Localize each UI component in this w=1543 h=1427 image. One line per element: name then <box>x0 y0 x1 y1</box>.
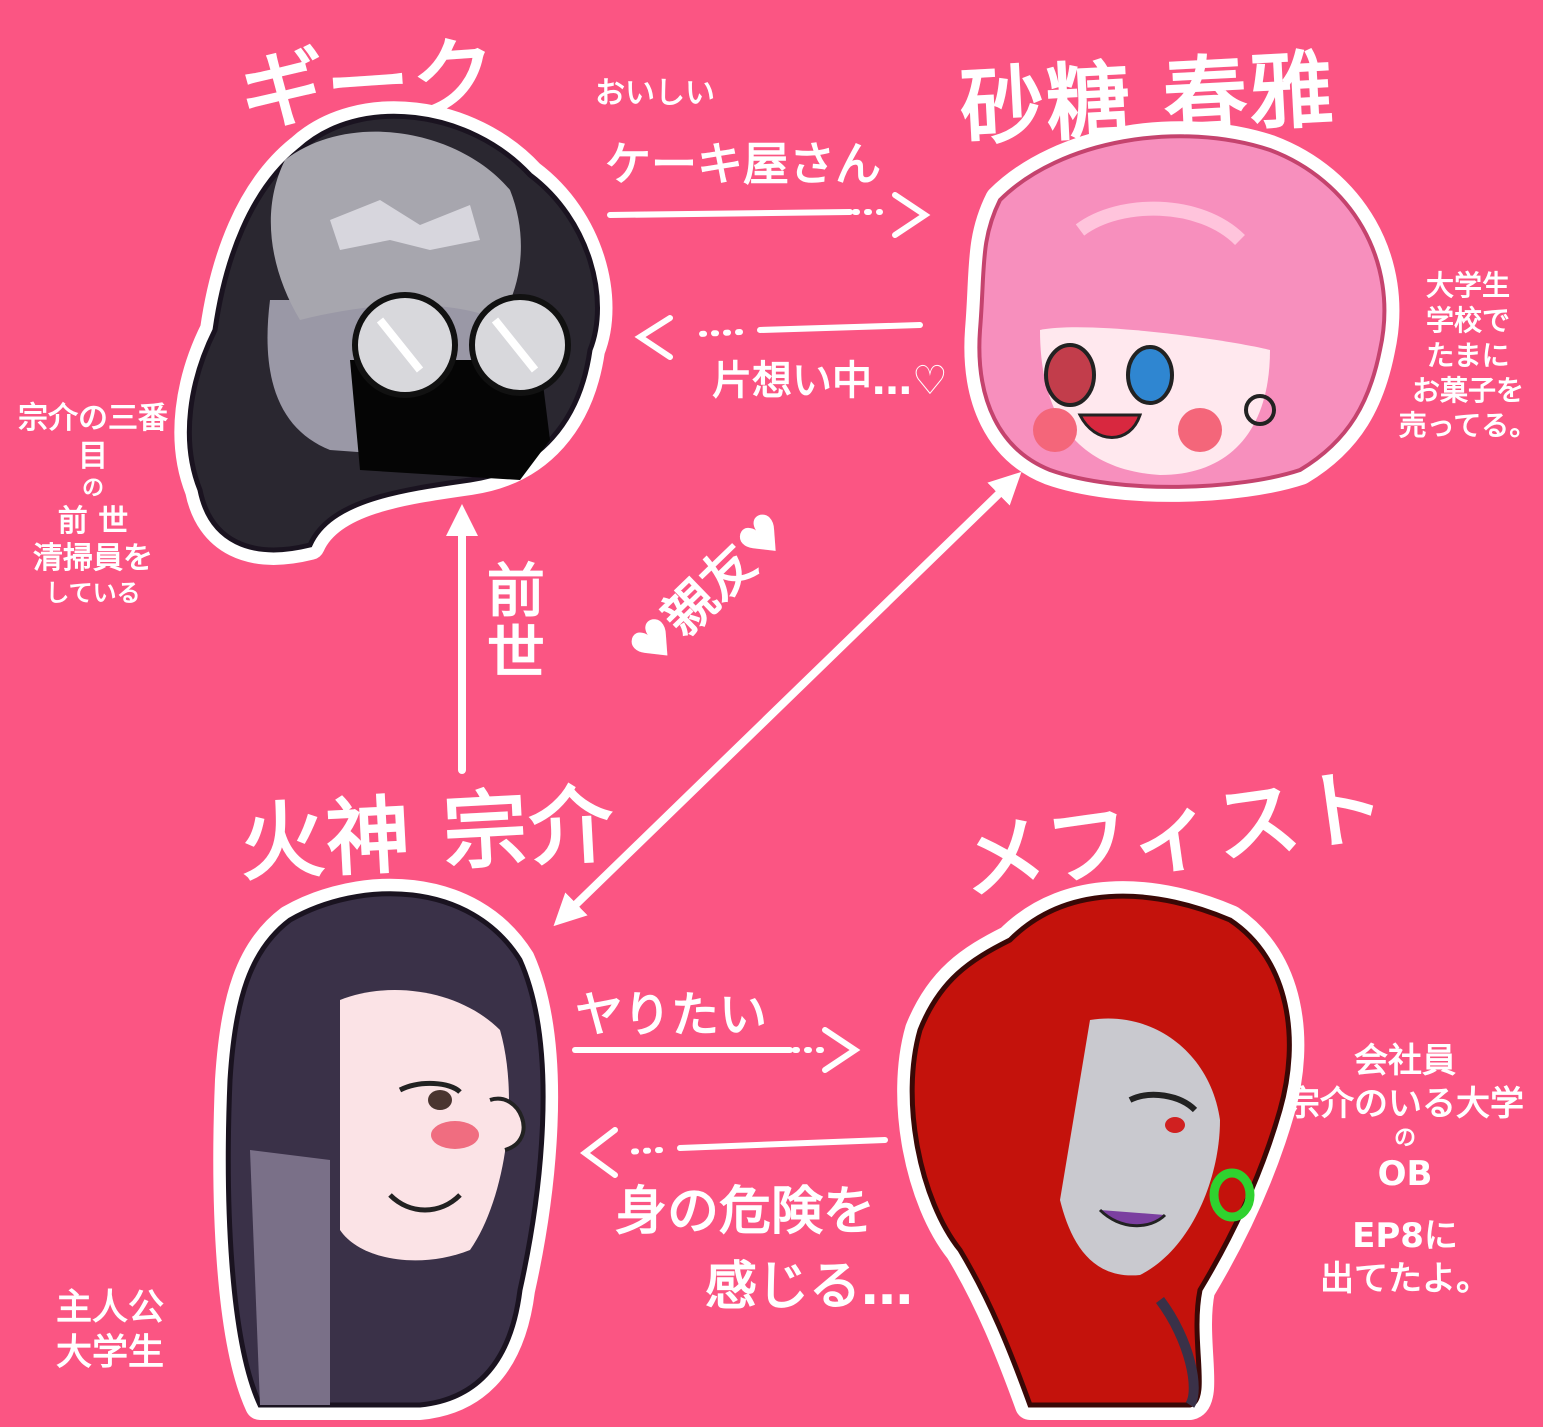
arrows <box>446 192 1022 1178</box>
mephisto-portrait <box>897 881 1305 1420</box>
haruka-note-line: 売ってる。 <box>1398 409 1538 442</box>
geek-portrait <box>174 101 613 565</box>
relation-haruka-from-geek: 片想い中…♡ <box>712 358 948 404</box>
relation-geek-to-haruka: ケーキ屋さん <box>605 137 881 191</box>
relation-mephisto-to-sousuke-2: 感じる… <box>705 1257 914 1317</box>
geek-note-line: の <box>81 476 104 501</box>
arrow-mephisto-to-sousuke-dots <box>622 1147 663 1155</box>
haruka-note-line: 大学生 <box>1425 269 1510 302</box>
haruka-note-line: お菓子を <box>1411 374 1524 407</box>
geek-note: 宗介の三番目 の 前 世 清掃員を している <box>8 400 178 608</box>
arrow-haruka-to-geek-head <box>634 315 673 360</box>
arrow-haruka-to-geek-dots <box>697 329 743 337</box>
sousuke-note: 主人公 大学生 <box>40 1285 180 1375</box>
arrow-haruka-to-geek <box>757 322 923 333</box>
relation-past-life: 前世 <box>476 560 545 684</box>
relation-sousuke-to-mephisto: ヤりたい <box>575 987 768 1043</box>
geek-note-line: している <box>45 578 141 607</box>
mephisto-note-line: の <box>1393 1126 1416 1151</box>
sousuke-name: 火神 宗介 <box>237 775 618 893</box>
mephisto-note-line: 出てたよ。 <box>1320 1258 1490 1299</box>
arrow-mephisto-to-sousuke-head <box>579 1127 618 1178</box>
geek-note-line: 前 世 <box>57 503 129 539</box>
haruka-name: 砂糖 春雅 <box>957 40 1338 158</box>
haruka-note-line: たまに <box>1426 339 1510 372</box>
mephisto-note-line: OB <box>1377 1153 1433 1194</box>
geek-note-line: 清掃員を <box>33 541 153 576</box>
sousuke-portrait <box>213 878 559 1420</box>
arrow-geek-to-haruka-head <box>892 192 931 238</box>
haruka-note-line: 学校で <box>1425 304 1510 337</box>
sousuke-note-line: 主人公 <box>55 1287 164 1328</box>
haruka-portrait <box>964 121 1400 502</box>
relation-geek-to-haruka-small: おいしい <box>595 76 715 111</box>
relation-mephisto-to-sousuke-1: 身の危険を <box>615 1182 876 1242</box>
sousuke-note-line: 大学生 <box>55 1332 164 1373</box>
mephisto-note-line: EP8に <box>1352 1216 1458 1256</box>
mephisto-note-line: 宗介のいる大学 <box>1286 1083 1524 1124</box>
geek-name: ギーク <box>236 26 502 142</box>
arrow-best-friends <box>553 471 1022 927</box>
mephisto-note: 会社員 宗介のいる大学 の OB EP8に 出てたよ。 <box>1285 1040 1525 1300</box>
arrow-geek-to-haruka <box>607 209 853 218</box>
mephisto-note-line: 会社員 <box>1354 1041 1456 1081</box>
arrow-mephisto-to-sousuke <box>677 1137 888 1151</box>
arrow-sousuke-to-mephisto-head <box>822 1027 861 1073</box>
haruka-note: 大学生 学校で たまに お菓子を 売ってる。 <box>1398 268 1538 443</box>
geek-note-line: 宗介の三番目 <box>18 401 168 474</box>
